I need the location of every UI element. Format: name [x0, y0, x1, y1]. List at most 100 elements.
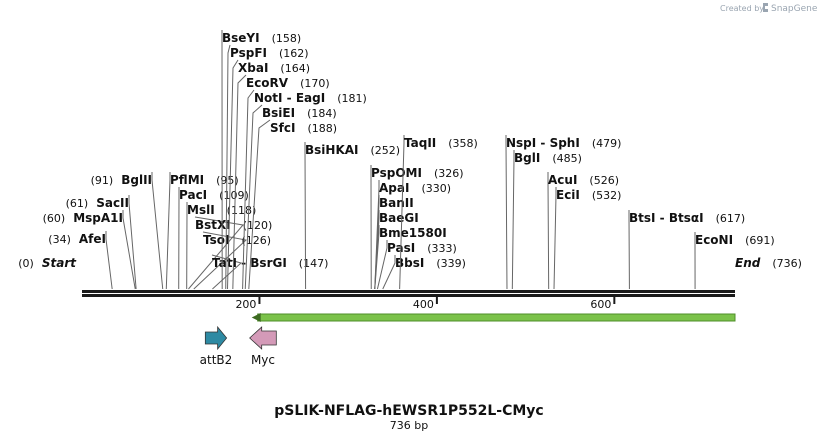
enzyme-site-econi[interactable]: EcoNI(691) [694, 232, 775, 290]
backbone-strand-top [82, 290, 735, 293]
enzyme-position: (120) [243, 219, 273, 232]
tick-label: 200 [235, 298, 256, 311]
enzyme-name: XbaI [238, 61, 268, 75]
snapgene-logo-icon [763, 3, 768, 12]
enzyme-position: (0) [18, 257, 34, 270]
enzyme-name: NotI - EagI [254, 91, 325, 105]
enzyme-position: (164) [280, 62, 310, 75]
feature-myc[interactable]: Myc [249, 326, 277, 367]
enzyme-leader-line [304, 142, 307, 290]
enzyme-name: Start [42, 256, 77, 270]
orf-body [257, 313, 736, 322]
enzyme-name: Bme1580I [379, 226, 447, 240]
ruler-ticks: 200 400 600 [235, 297, 616, 311]
enzyme-leader-line [505, 135, 508, 290]
enzyme-name: BsiHKAI [305, 143, 359, 157]
tick-label: 400 [413, 298, 434, 311]
feature-label: attB2 [200, 353, 233, 367]
enzyme-name: EciI [556, 188, 580, 202]
feature-attb2[interactable]: attB2 [200, 325, 233, 367]
enzyme-position: (158) [272, 32, 302, 45]
enzyme-position: (109) [219, 189, 249, 202]
enzyme-site-sfci[interactable]: SfcI (188) [248, 119, 337, 290]
enzyme-position: (188) [307, 122, 337, 135]
enzyme-position: (34) [48, 233, 71, 246]
enzyme-site-start[interactable]: Start (0) [18, 256, 77, 270]
enzyme-name: BtsI - BtsαI [629, 211, 704, 225]
enzyme-position: (126) [241, 234, 271, 247]
enzyme-site-noti[interactable]: NotI - EagI (181) [242, 89, 367, 290]
enzyme-site-ecii[interactable]: EciI(532) [553, 187, 621, 290]
enzyme-name: TaqII [404, 136, 436, 150]
enzyme-site-pasi[interactable]: PasI(333) [376, 240, 457, 290]
enzyme-site-apai[interactable]: ApaI(330) [374, 180, 451, 290]
enzyme-site-xbai[interactable]: XbaI (164) [227, 59, 310, 290]
enzyme-position: (184) [307, 107, 337, 120]
feature-arrow [204, 325, 228, 351]
enzyme-site-bsihkai[interactable]: BsiHKAI(252) [304, 142, 400, 290]
enzyme-position: (326) [434, 167, 464, 180]
enzyme-site-bbsi[interactable]: BbsI(339) [382, 255, 466, 290]
plasmid-length: 736 bp [390, 419, 428, 432]
enzyme-site-tati[interactable]: TatI - BsrGI (147) [211, 254, 329, 290]
enzyme-position: (91) [91, 174, 114, 187]
enzyme-leader-line [128, 195, 137, 290]
enzyme-position: (333) [427, 242, 457, 255]
enzyme-name: BsiEI [262, 106, 295, 120]
enzyme-leader-line [244, 104, 263, 290]
enzyme-leader-line [165, 172, 171, 290]
enzyme-position: (147) [299, 257, 329, 270]
enzyme-site-bsiei[interactable]: BsiEI (184) [244, 104, 337, 290]
orf-track [251, 313, 736, 322]
feature-track: attB2 Myc [200, 325, 277, 367]
enzyme-name: SfcI [270, 121, 295, 135]
enzyme-site-taqii[interactable]: TaqII (358) [399, 135, 478, 290]
enzyme-site-acui[interactable]: AcuI(526) [547, 172, 619, 290]
enzyme-leader-line [547, 172, 550, 290]
enzyme-name: PflMI [170, 173, 204, 187]
enzyme-site-nspi[interactable]: NspI - SphI (479) [505, 135, 622, 290]
enzyme-site-psppomi[interactable]: PspOMI (326) [370, 165, 464, 290]
enzyme-position: (479) [592, 137, 622, 150]
enzyme-position: (170) [300, 77, 330, 90]
enzyme-site-end[interactable]: End(736) [735, 256, 802, 270]
enzyme-leader-line [382, 255, 396, 290]
enzyme-leader-line [553, 187, 557, 290]
sequence-backbone [82, 290, 735, 297]
enzyme-name: TatI - BsrGI [212, 256, 287, 270]
enzyme-site-bglii[interactable]: BglII(91) [91, 172, 164, 290]
enzyme-name: PspOMI [371, 166, 422, 180]
enzyme-site-bstxi[interactable]: BstXI(120) [188, 216, 273, 290]
enzyme-leader-line [399, 135, 405, 290]
enzyme-name: BaeGI [379, 211, 419, 225]
enzyme-leader-line [374, 225, 380, 290]
orf-arrow[interactable] [251, 313, 736, 322]
enzyme-position: (162) [279, 47, 309, 60]
enzyme-position: (60) [43, 212, 66, 225]
enzyme-position: (358) [448, 137, 478, 150]
enzyme-leader-line [376, 240, 388, 290]
enzyme-position: (736) [772, 257, 802, 270]
enzyme-position: (61) [66, 197, 89, 210]
enzyme-site-ecorv[interactable]: EcoRV(170) [232, 74, 330, 290]
enzyme-site-btsi[interactable]: BtsI - BtsαI(617) [628, 210, 745, 290]
enzyme-site-bseyi[interactable]: BseYI (158) [221, 30, 302, 290]
enzyme-site-bgli[interactable]: BglI(485) [511, 150, 582, 290]
enzyme-leader-line [242, 89, 255, 290]
tick-label: 600 [590, 298, 611, 311]
enzyme-position: (181) [337, 92, 367, 105]
enzyme-site-sacii[interactable]: SacII(61) [66, 195, 137, 290]
enzyme-site-afei[interactable]: AfeI (34) [48, 231, 113, 290]
enzyme-site-bme1580i[interactable]: Bme1580I [374, 225, 447, 290]
enzyme-site-mspa1i[interactable]: MspA1I(60) [43, 210, 136, 290]
enzyme-name: BbsI [395, 256, 424, 270]
enzyme-site-tsoi[interactable]: TsoI(126) [193, 231, 271, 290]
enzyme-name: NspI - SphI [506, 136, 580, 150]
enzyme-site-pspfi[interactable]: PspFI(162) [225, 44, 309, 290]
enzyme-leader-line [151, 172, 164, 290]
enzyme-name: BanII [379, 196, 414, 210]
enzyme-name: BseYI [222, 31, 260, 45]
enzyme-sites: Start (0) AfeI (34)MspA1I(60)SacII(61)BglII… [18, 30, 802, 290]
credit-brand: SnapGene [771, 4, 818, 14]
enzyme-name: AfeI [79, 232, 106, 246]
